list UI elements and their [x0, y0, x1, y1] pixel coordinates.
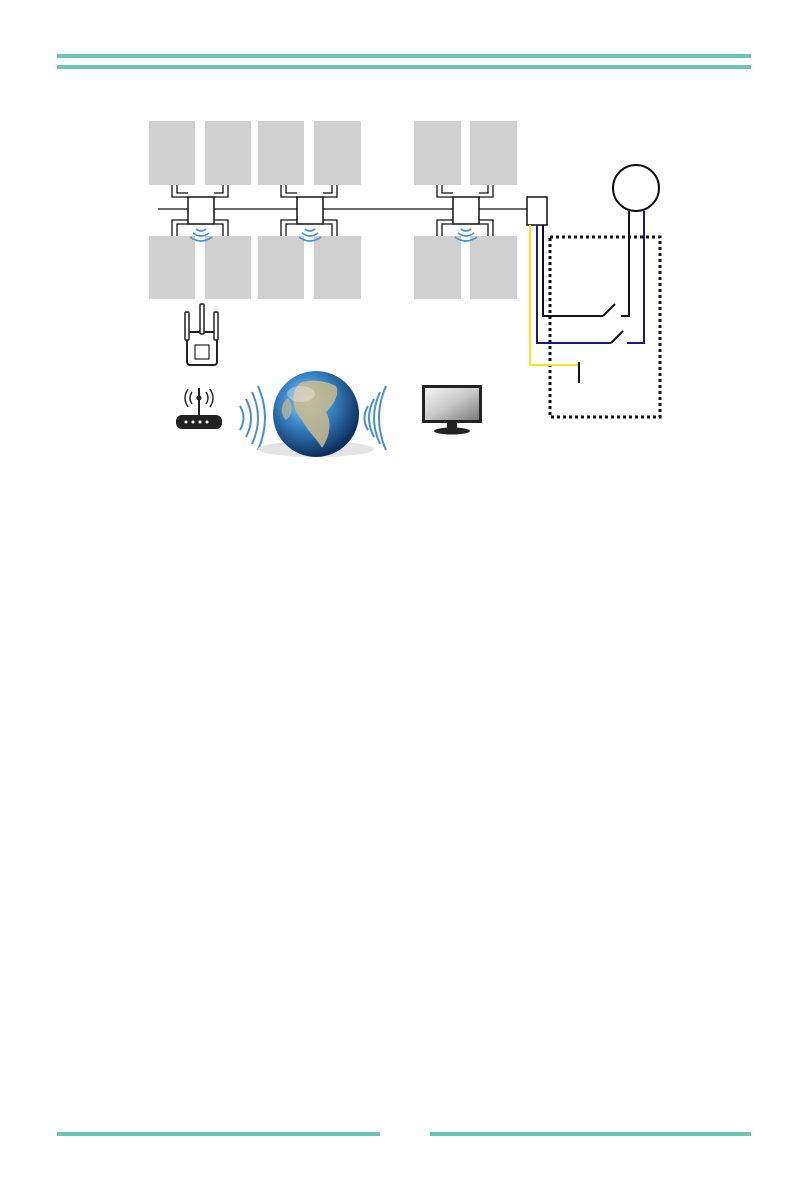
- microinverter: [188, 197, 214, 224]
- grid-meter-icon: [613, 165, 659, 211]
- signal-waves-right: [365, 386, 387, 450]
- solar-panel: [314, 121, 361, 185]
- solar-panel: [414, 236, 461, 299]
- globe-icon: [258, 371, 374, 457]
- solar-panel: [205, 236, 251, 299]
- solar-panel: [205, 121, 251, 185]
- solar-panel: [414, 121, 461, 185]
- solar-panel: [149, 236, 195, 299]
- wifi-extender-icon: [185, 304, 218, 365]
- microinverter: [297, 197, 323, 224]
- signal-waves-left: [240, 386, 265, 450]
- solar-panel: [470, 236, 517, 299]
- solar-panel: [258, 121, 304, 185]
- monitor-icon: [422, 385, 482, 435]
- wifi-signal-icon: [190, 229, 212, 241]
- solar-panel: [149, 121, 195, 185]
- wifi-signal-icon: [299, 229, 321, 241]
- panel-array-1: [149, 121, 251, 299]
- microinverter: [453, 197, 479, 224]
- panel-array-2: [258, 121, 361, 299]
- junction-box: [527, 197, 547, 225]
- solar-panel: [258, 236, 304, 299]
- solar-panel: [470, 121, 517, 185]
- panel-array-3: [414, 121, 517, 299]
- footer-rule-right: [430, 1132, 751, 1136]
- solar-panel: [314, 236, 361, 299]
- footer-rule-left: [57, 1132, 380, 1136]
- wifi-router-icon: [176, 388, 222, 429]
- wifi-signal-icon: [455, 229, 477, 241]
